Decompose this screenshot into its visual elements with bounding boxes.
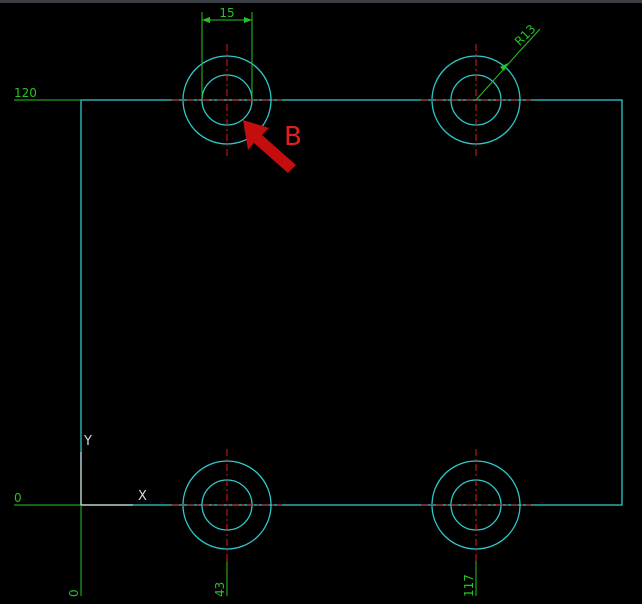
- callout-label: B: [284, 122, 302, 152]
- y-axis-label: Y: [83, 434, 92, 449]
- callout-arrow-icon: [243, 120, 296, 173]
- ordinate-top-label: 120: [14, 86, 37, 100]
- dimension-hole-width: [201, 12, 253, 100]
- ordinate-left-label: 0: [14, 491, 22, 505]
- plate-outline: [80, 99, 623, 506]
- x-axis-label: X: [138, 489, 147, 504]
- radius-label: R13: [512, 22, 539, 49]
- ucs-axes-icon: [80, 452, 133, 506]
- hole-bottom-right: [421, 449, 531, 561]
- ordinate-x-zero-label: 0: [67, 589, 81, 597]
- ordinate-x-43-label: 43: [213, 582, 227, 597]
- hole-bottom-left: [172, 449, 282, 561]
- window-top-border: [0, 0, 642, 3]
- ordinate-x-117-label: 117: [462, 574, 476, 597]
- dimension-radius: [475, 28, 541, 101]
- hole-width-label: 15: [219, 6, 234, 20]
